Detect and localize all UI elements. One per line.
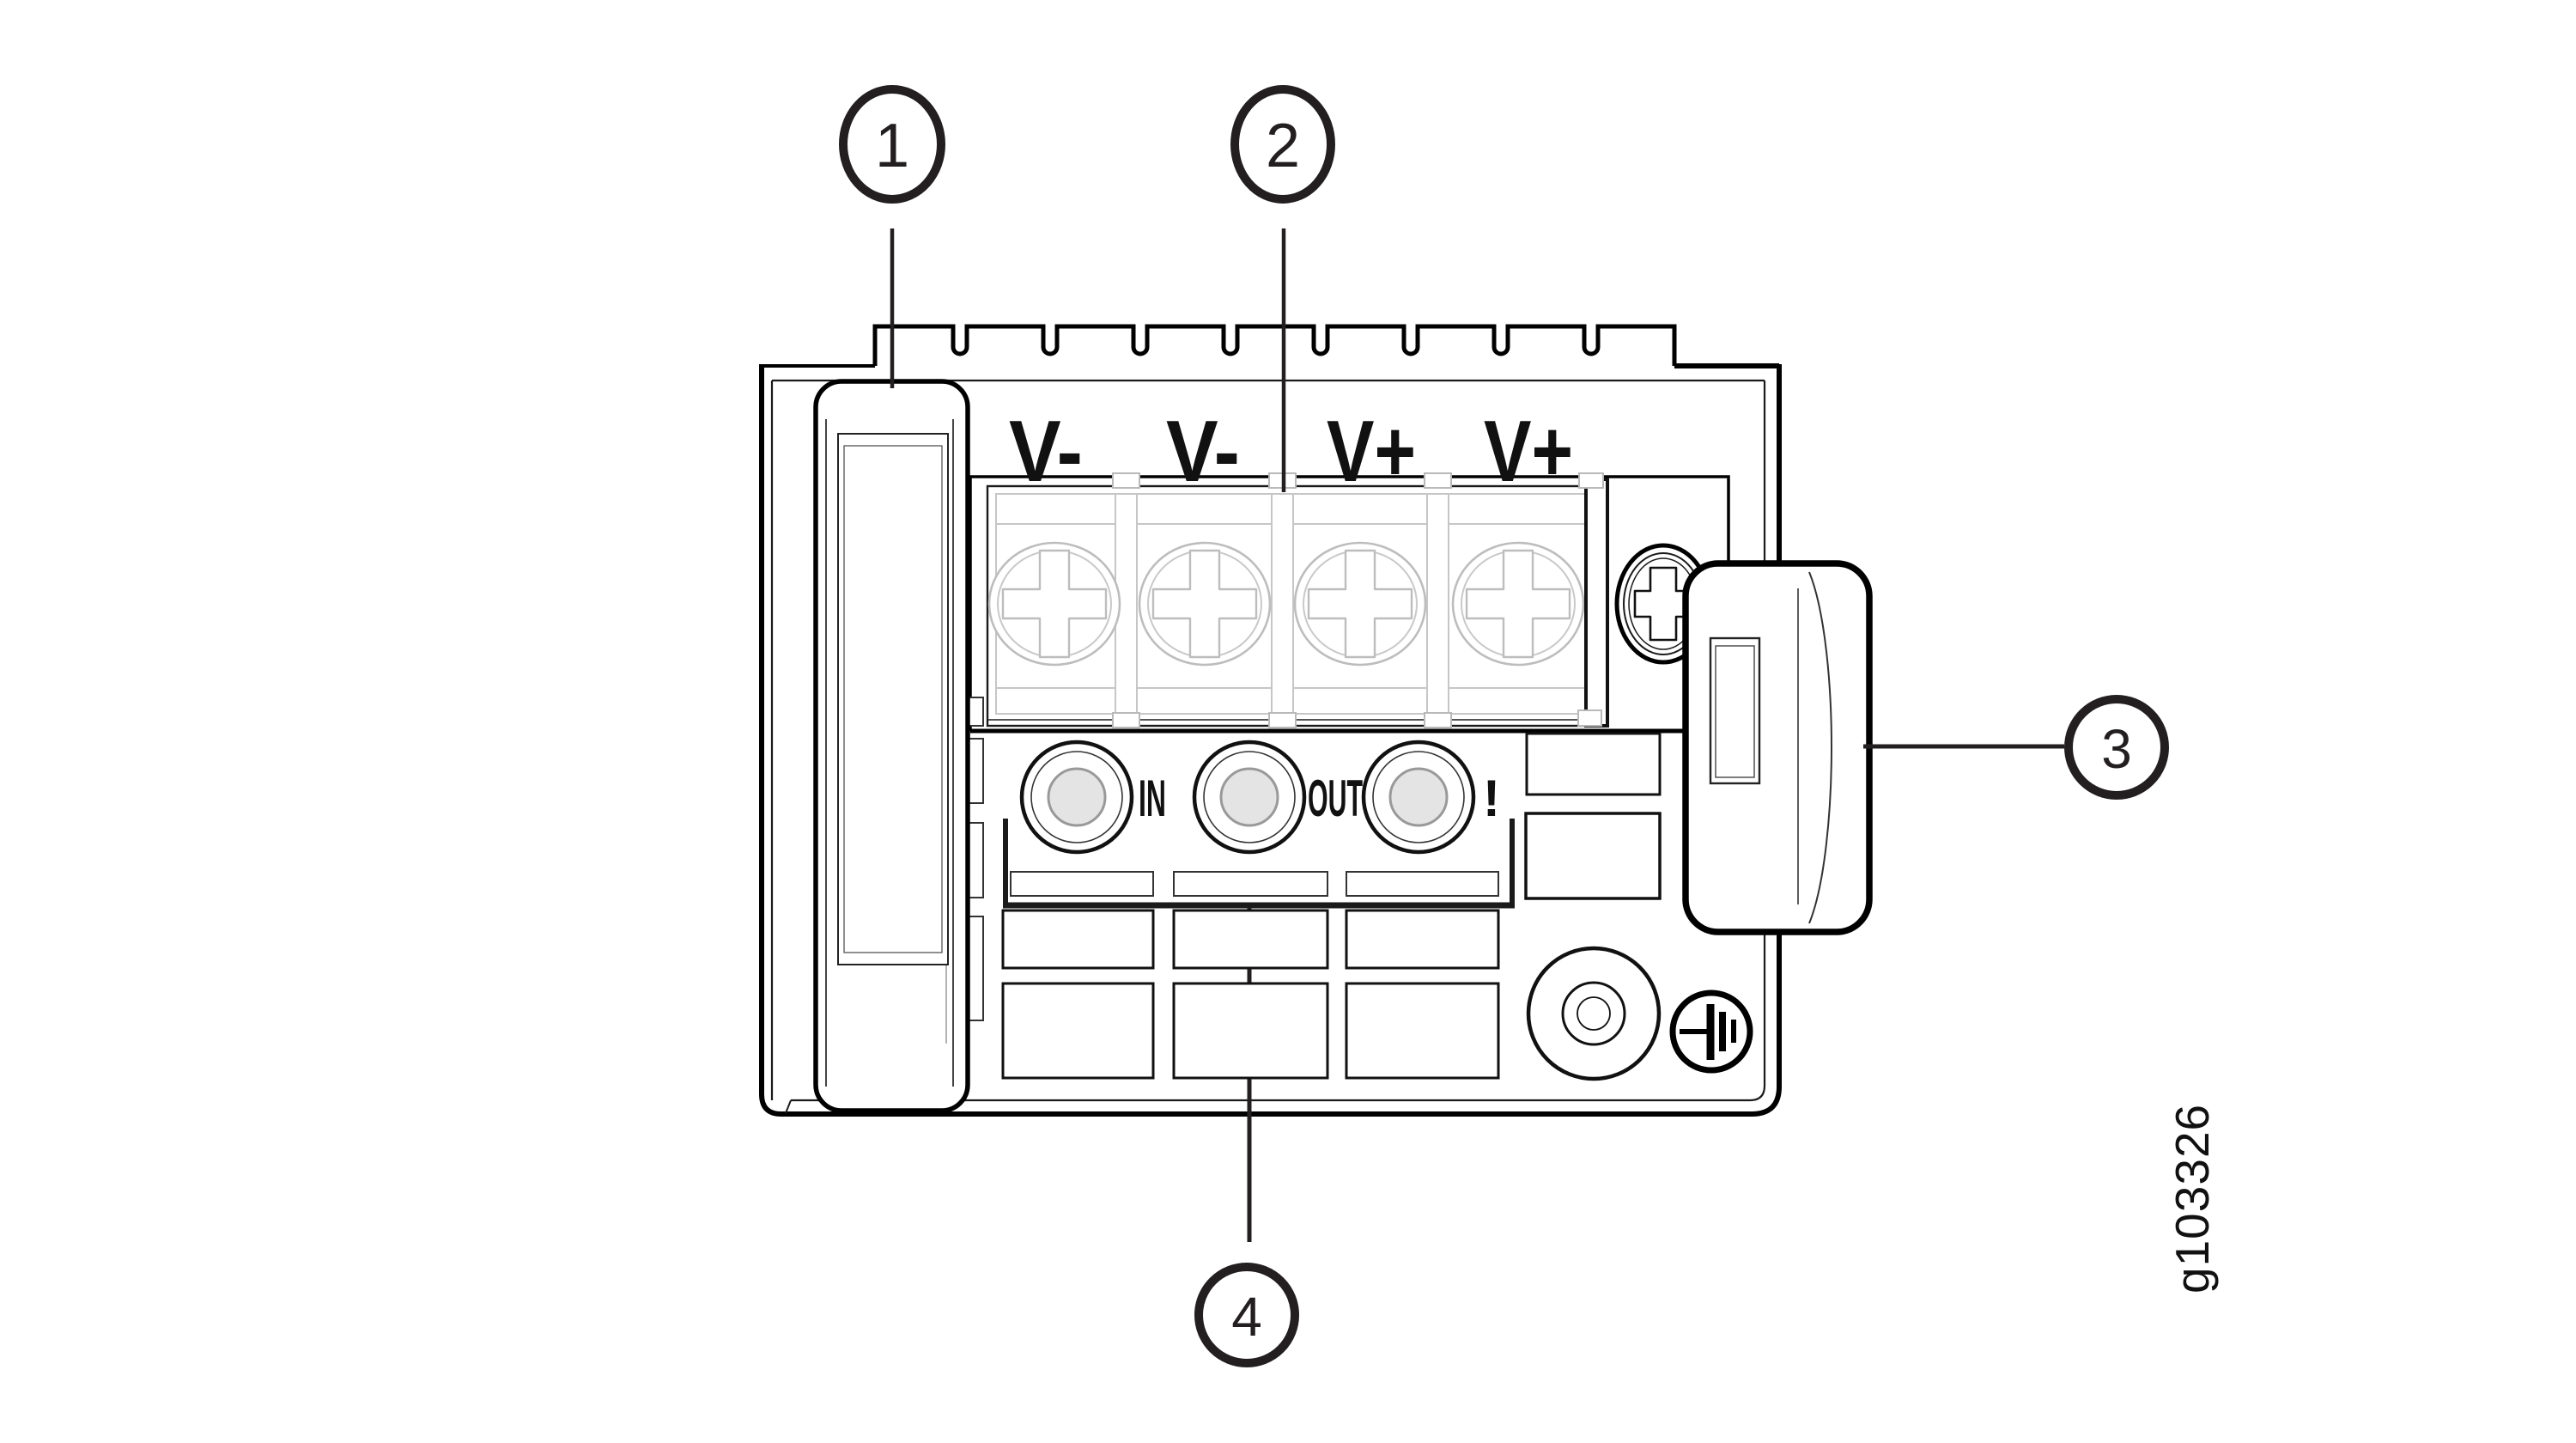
callout-3-badge: 3 <box>2064 695 2169 800</box>
label-field-grid <box>968 697 1500 1080</box>
callouts: 1 2 3 4 <box>839 85 2169 1367</box>
terminal-block <box>986 472 1609 728</box>
led-alarm-label: ! <box>1483 770 1500 827</box>
notched-top-strip <box>872 324 1677 366</box>
device-shell <box>759 324 1782 1117</box>
ejector-tab <box>1682 560 1873 935</box>
right-label-fields <box>1524 732 1662 900</box>
terminal-label-v-plus-1: V+ <box>1327 404 1416 500</box>
callout-4-number: 4 <box>1231 1286 1262 1348</box>
dc-terminal-screw-1 <box>987 541 1121 667</box>
led-out-label: OUT <box>1308 770 1363 827</box>
led-alarm <box>1361 740 1476 855</box>
grounding-screw <box>1526 946 1662 1081</box>
dc-terminal-screw-4 <box>1451 541 1585 667</box>
callout-1-badge: 1 <box>839 85 945 204</box>
ground-symbol-icon <box>1669 989 1753 1074</box>
led-in-label: IN <box>1139 770 1166 827</box>
terminal-labels: V- V- V+ V+ <box>1009 404 1573 500</box>
callout-2-badge: 2 <box>1230 85 1335 204</box>
handle-slot <box>837 433 949 965</box>
dc-terminal-screw-2 <box>1138 541 1272 667</box>
terminal-label-v-plus-2: V+ <box>1484 404 1573 500</box>
callout-2-number: 2 <box>1266 112 1300 180</box>
handle <box>813 379 970 1113</box>
terminal-label-v-minus-2: V- <box>1166 404 1240 500</box>
ejector-tab-slot <box>1709 636 1761 785</box>
terminal-label-v-minus-1: V- <box>1009 404 1083 500</box>
terminal-divider <box>1426 493 1449 715</box>
led-in <box>1019 740 1134 855</box>
callout-1-number: 1 <box>875 112 909 180</box>
terminal-area-enclosure <box>969 475 1730 734</box>
callout-4-badge: 4 <box>1194 1263 1299 1367</box>
enclosure-outline <box>969 475 1730 731</box>
chassis-outline <box>759 364 1782 1117</box>
terminal-divider-tabs <box>1112 472 1604 728</box>
terminal-block-end-bracket <box>1584 478 1609 728</box>
corner-seam-left <box>785 1099 792 1114</box>
terminal-divider <box>1271 493 1294 715</box>
dc-terminal-screw-3 <box>1293 541 1427 667</box>
status-leds: IN OUT ! <box>1019 740 1500 855</box>
led-out <box>1192 740 1307 855</box>
figure-id: g103326 <box>2166 1104 2219 1294</box>
callout-3-number: 3 <box>2101 718 2132 780</box>
